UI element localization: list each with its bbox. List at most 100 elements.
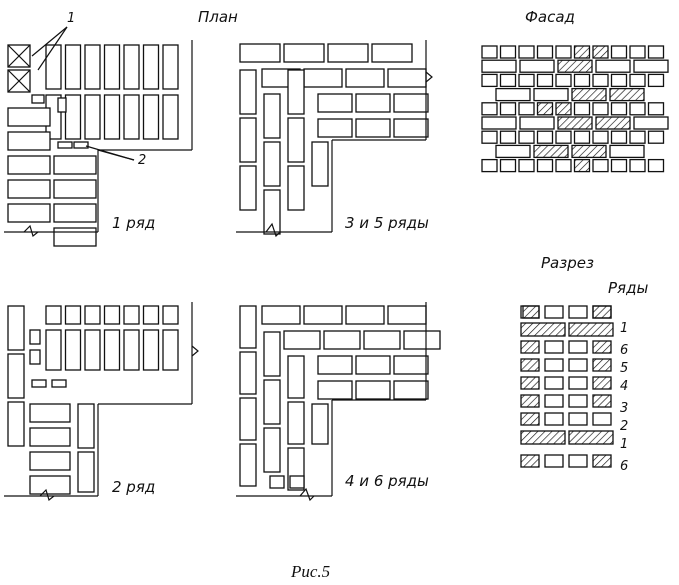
brick	[647, 102, 665, 116]
brick-hatched	[522, 305, 540, 319]
brick	[51, 379, 67, 388]
brick-hatched	[592, 45, 609, 59]
section-row-number: 1	[620, 437, 628, 452]
brick	[610, 130, 628, 144]
brick	[53, 155, 97, 175]
brick	[123, 94, 140, 140]
brick	[592, 130, 609, 144]
break-mark	[191, 345, 199, 357]
brick-hatched	[557, 116, 593, 130]
brick	[7, 401, 25, 447]
brick	[544, 376, 564, 390]
brick-hatched	[533, 144, 569, 159]
rows-3-5-label: 3 и 5 ряды	[345, 214, 429, 232]
brick	[393, 355, 429, 375]
callout-2-leader-b	[97, 149, 135, 161]
brick-hatched	[520, 430, 566, 445]
brick	[629, 102, 646, 116]
brick	[239, 69, 257, 115]
brick	[311, 403, 329, 445]
brick	[495, 87, 531, 102]
brick	[239, 165, 257, 211]
brick	[64, 44, 82, 90]
brick-hatched	[573, 158, 591, 173]
brick	[633, 59, 669, 73]
brick	[7, 203, 51, 223]
brick	[592, 412, 612, 426]
brick	[345, 305, 385, 325]
brick	[64, 94, 82, 140]
brick	[536, 45, 554, 59]
brick	[31, 94, 45, 104]
brick-hatched	[592, 358, 612, 372]
brick-hatched	[520, 358, 540, 372]
brick	[544, 305, 564, 319]
brick	[103, 329, 121, 371]
brick-hatched	[520, 376, 540, 390]
brick	[519, 116, 555, 130]
brick	[53, 179, 97, 199]
brick	[263, 379, 281, 425]
brick	[629, 73, 646, 88]
brick	[45, 305, 62, 325]
brick	[123, 329, 140, 371]
break-mark	[265, 222, 281, 238]
brick	[387, 305, 427, 325]
brick	[317, 118, 353, 138]
brick	[633, 116, 669, 130]
brick	[287, 401, 305, 445]
brick	[287, 355, 305, 399]
brick	[142, 329, 160, 371]
brick	[629, 45, 646, 59]
brick	[499, 45, 517, 59]
brick	[84, 44, 101, 90]
brick	[629, 130, 646, 144]
brick	[239, 117, 257, 163]
brick-hatched	[520, 454, 540, 468]
callout-1-leader-b	[37, 26, 68, 71]
brick	[393, 93, 429, 113]
brick	[239, 443, 257, 487]
brick	[289, 475, 305, 489]
brick	[29, 329, 41, 345]
brick	[499, 73, 517, 88]
section-row-number: 3	[620, 401, 628, 416]
brick	[481, 158, 498, 173]
brick	[283, 43, 325, 63]
brick	[7, 305, 25, 351]
brick	[261, 305, 301, 325]
brick	[239, 397, 257, 441]
brick	[84, 94, 101, 140]
brick	[123, 44, 140, 90]
brick	[555, 45, 572, 59]
brick-hatched	[520, 394, 540, 408]
brick-hatched	[573, 45, 591, 59]
brick	[287, 69, 305, 115]
brick	[142, 44, 160, 90]
callout-1: 1	[67, 11, 75, 26]
brick	[499, 158, 517, 173]
brick	[647, 45, 665, 59]
brick	[269, 475, 285, 489]
brick	[499, 102, 517, 116]
brick	[355, 355, 391, 375]
section-row-number: 6	[620, 459, 628, 474]
brick	[481, 73, 498, 88]
brick	[7, 155, 51, 175]
brick	[103, 44, 121, 90]
brick	[57, 97, 67, 113]
facade-label: Фасад	[525, 8, 575, 26]
brick	[647, 73, 665, 88]
plan-label: План	[198, 8, 238, 26]
brick	[555, 158, 572, 173]
brick-hatched	[592, 376, 612, 390]
section-row-number: 5	[620, 361, 628, 376]
brick	[533, 87, 569, 102]
brick	[536, 73, 554, 88]
break-mark	[39, 488, 55, 502]
brick	[53, 227, 97, 247]
brick	[263, 427, 281, 473]
brick	[323, 330, 361, 350]
brick-hatched	[571, 144, 607, 159]
